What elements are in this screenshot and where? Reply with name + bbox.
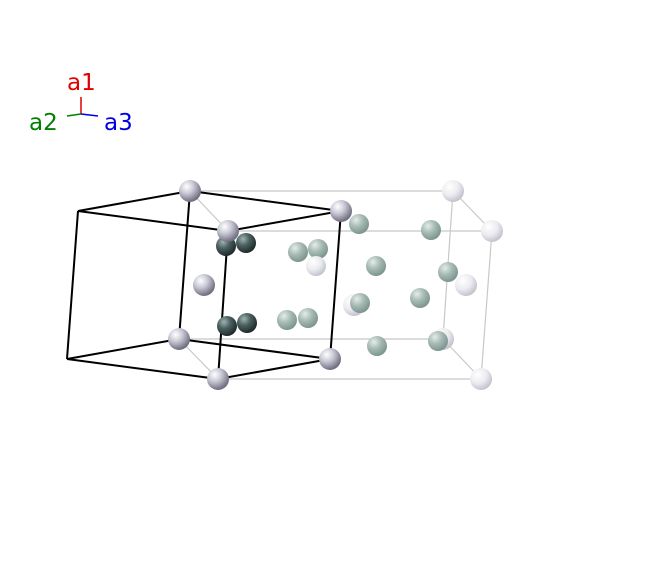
- ghost-atom: [308, 239, 328, 259]
- ghost-atom: [470, 368, 492, 390]
- atom-light: [217, 220, 239, 242]
- ghost-atom: [410, 288, 430, 308]
- atom-dark: [237, 313, 257, 333]
- ghost-atom: [442, 180, 464, 202]
- unit-cell-edges: [66, 190, 342, 380]
- atom-light: [330, 200, 352, 222]
- a3-axis-label: a3: [104, 110, 133, 136]
- unit-cell-atoms: [168, 180, 352, 390]
- ghost-atom: [277, 310, 297, 330]
- ghost-atom: [428, 331, 448, 351]
- a2-axis-line: [66, 113, 82, 117]
- a1-axis-label: a1: [67, 70, 96, 96]
- ghost-atom: [438, 262, 458, 282]
- a3-axis-line: [80, 113, 99, 117]
- ghost-atom: [455, 274, 477, 296]
- axes-indicator: a1 a2 a3: [29, 70, 133, 136]
- atom-light: [193, 274, 215, 296]
- atom-dark: [236, 233, 256, 253]
- atom-light: [319, 348, 341, 370]
- ghost-atom: [421, 220, 441, 240]
- a2-axis-label: a2: [29, 110, 58, 136]
- atom-light: [168, 328, 190, 350]
- ghost-atoms: [277, 180, 503, 390]
- ghost-atom: [367, 336, 387, 356]
- atom-dark: [217, 316, 237, 336]
- ghost-atom: [288, 242, 308, 262]
- atom-light: [179, 180, 201, 202]
- ghost-atom: [366, 256, 386, 276]
- ghost-atom: [350, 293, 370, 313]
- atom-light: [207, 368, 229, 390]
- ghost-atom: [298, 308, 318, 328]
- ghost-atom: [481, 220, 503, 242]
- ghost-atom: [349, 214, 369, 234]
- ghost-atom: [306, 256, 326, 276]
